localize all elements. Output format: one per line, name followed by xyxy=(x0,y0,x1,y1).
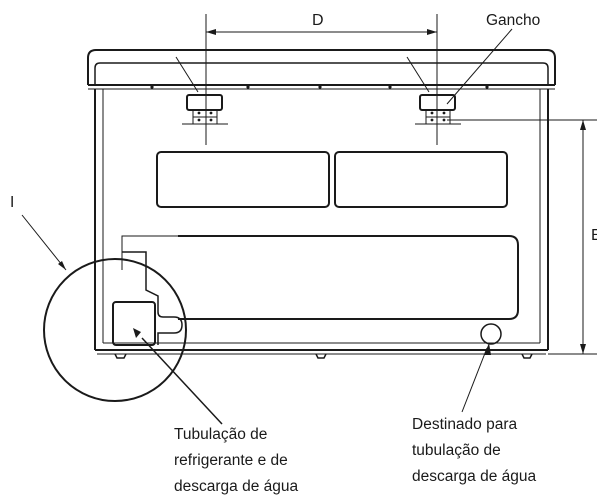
drain-callout-line-1: Destinado para xyxy=(412,416,518,433)
gancho-label: Gancho xyxy=(486,12,540,29)
refrigerant-leader xyxy=(141,337,223,425)
detail-i-leader xyxy=(21,214,67,271)
hanger-left xyxy=(175,56,228,125)
refrigerant-callout-line-2: refrigerante e de xyxy=(174,452,288,469)
panel-lower-slot xyxy=(178,235,519,320)
drain-callout-line-3: descarga de água xyxy=(412,468,536,485)
detail-i-circle xyxy=(43,258,187,402)
drain-callout-line-2: tubulação de xyxy=(412,442,501,459)
drain-callout: Destinado para tubulação de descarga de … xyxy=(412,416,536,485)
unit-body xyxy=(87,49,556,359)
panel-upper-left xyxy=(156,151,330,208)
gancho-leader xyxy=(446,28,513,105)
detail-i-pipe-port xyxy=(112,301,156,346)
dimension-e: E xyxy=(447,119,597,355)
dimension-e-label: E xyxy=(591,227,597,244)
dimension-d-label: D xyxy=(312,12,324,29)
dimension-d-arrow-left xyxy=(206,29,216,35)
dimension-d-arrow-right xyxy=(427,29,437,35)
refrigerant-callout-line-1: Tubulação de xyxy=(174,426,267,443)
drain-port-leader xyxy=(461,347,488,413)
panel-upper-right xyxy=(334,151,508,208)
dimension-e-arrow-top xyxy=(580,120,586,130)
drain-port-circle xyxy=(480,323,502,345)
detail-i: I xyxy=(10,194,187,402)
hanger-right xyxy=(406,56,461,125)
top-rail-marks xyxy=(150,85,489,89)
dimension-e-arrow-bottom xyxy=(580,344,586,354)
refrigerant-callout-line-3: descarga de água xyxy=(174,478,298,495)
dimension-d: D xyxy=(205,12,438,145)
detail-i-label: I xyxy=(10,194,14,211)
refrigerant-callout: Tubulação de refrigerante e de descarga … xyxy=(174,426,298,495)
